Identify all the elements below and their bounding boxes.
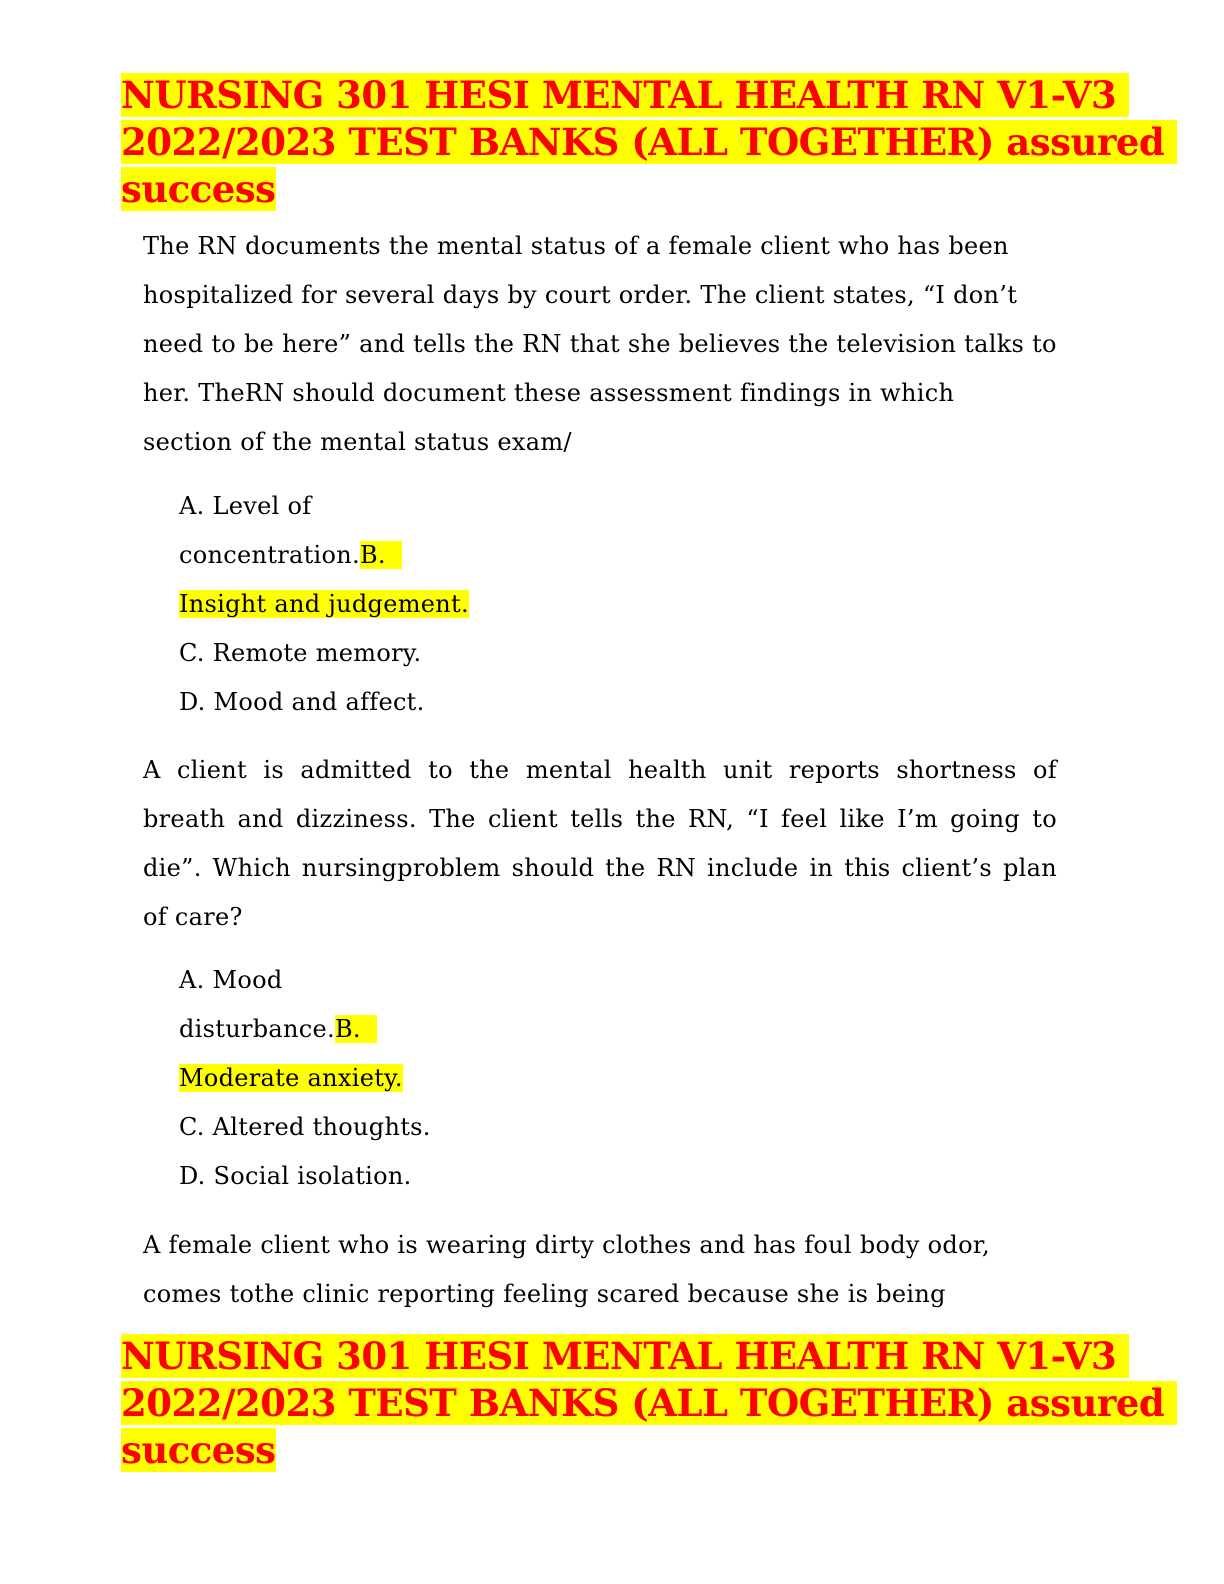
- option-c: C. Remote memory.: [179, 639, 422, 667]
- option-d: D. Mood and affect.: [179, 688, 425, 716]
- option-d: D. Social isolation.: [179, 1162, 412, 1190]
- document-footer-header: NURSING 301 HESI MENTAL HEALTH RN V1-V3 …: [121, 1333, 1177, 1474]
- option-c: C. Altered thoughts.: [179, 1113, 431, 1141]
- option-a: A. Mood: [179, 966, 283, 994]
- question-1-stem: The RN documents the mental status of a …: [143, 222, 1073, 467]
- stem-line: A client is admitted to the mental healt…: [143, 756, 1057, 784]
- question-2-options: A. Mood disturbance.B. Moderate anxiety.…: [179, 956, 679, 1201]
- stem-line: her. TheRN should document these assessm…: [143, 379, 955, 407]
- header-line-3: success: [121, 1428, 276, 1472]
- question-2-stem: A client is admitted to the mental healt…: [143, 746, 1057, 942]
- option-b-prefix: B.: [334, 1015, 377, 1043]
- option-b-prefix: B.: [359, 541, 402, 569]
- option-a: A. Level of: [179, 492, 312, 520]
- document-header: NURSING 301 HESI MENTAL HEALTH RN V1-V3 …: [121, 72, 1177, 213]
- stem-line: of care?: [143, 903, 243, 931]
- stem-line: hospitalized for several days by court o…: [143, 281, 1018, 309]
- option-a-cont: disturbance.: [179, 1015, 335, 1043]
- stem-line: comes tothe clinic reporting feeling sca…: [143, 1280, 946, 1308]
- header-line-1: NURSING 301 HESI MENTAL HEALTH RN V1-V3: [121, 73, 1117, 117]
- header-line-3: success: [121, 167, 276, 211]
- header-line-1: NURSING 301 HESI MENTAL HEALTH RN V1-V3: [121, 1334, 1117, 1378]
- stem-line: A female client who is wearing dirty clo…: [143, 1231, 990, 1259]
- option-a-cont: concentration.: [179, 541, 360, 569]
- stem-line: breath and dizziness. The client tells t…: [143, 805, 1057, 833]
- question-1-options: A. Level of concentration.B. Insight and…: [179, 482, 679, 727]
- option-b-answer: Insight and judgement.: [179, 590, 469, 618]
- stem-line: die”. Which nursingproblem should the RN…: [143, 854, 1057, 882]
- header-line-2: 2022/2023 TEST BANKS (ALL TOGETHER) assu…: [121, 120, 1165, 164]
- header-line-2: 2022/2023 TEST BANKS (ALL TOGETHER) assu…: [121, 1381, 1165, 1425]
- stem-line: need to be here” and tells the RN that s…: [143, 330, 1057, 358]
- question-3-stem: A female client who is wearing dirty clo…: [143, 1221, 1073, 1319]
- option-b-answer: Moderate anxiety.: [179, 1064, 403, 1092]
- stem-line: section of the mental status exam/: [143, 428, 572, 456]
- stem-line: The RN documents the mental status of a …: [143, 232, 1009, 260]
